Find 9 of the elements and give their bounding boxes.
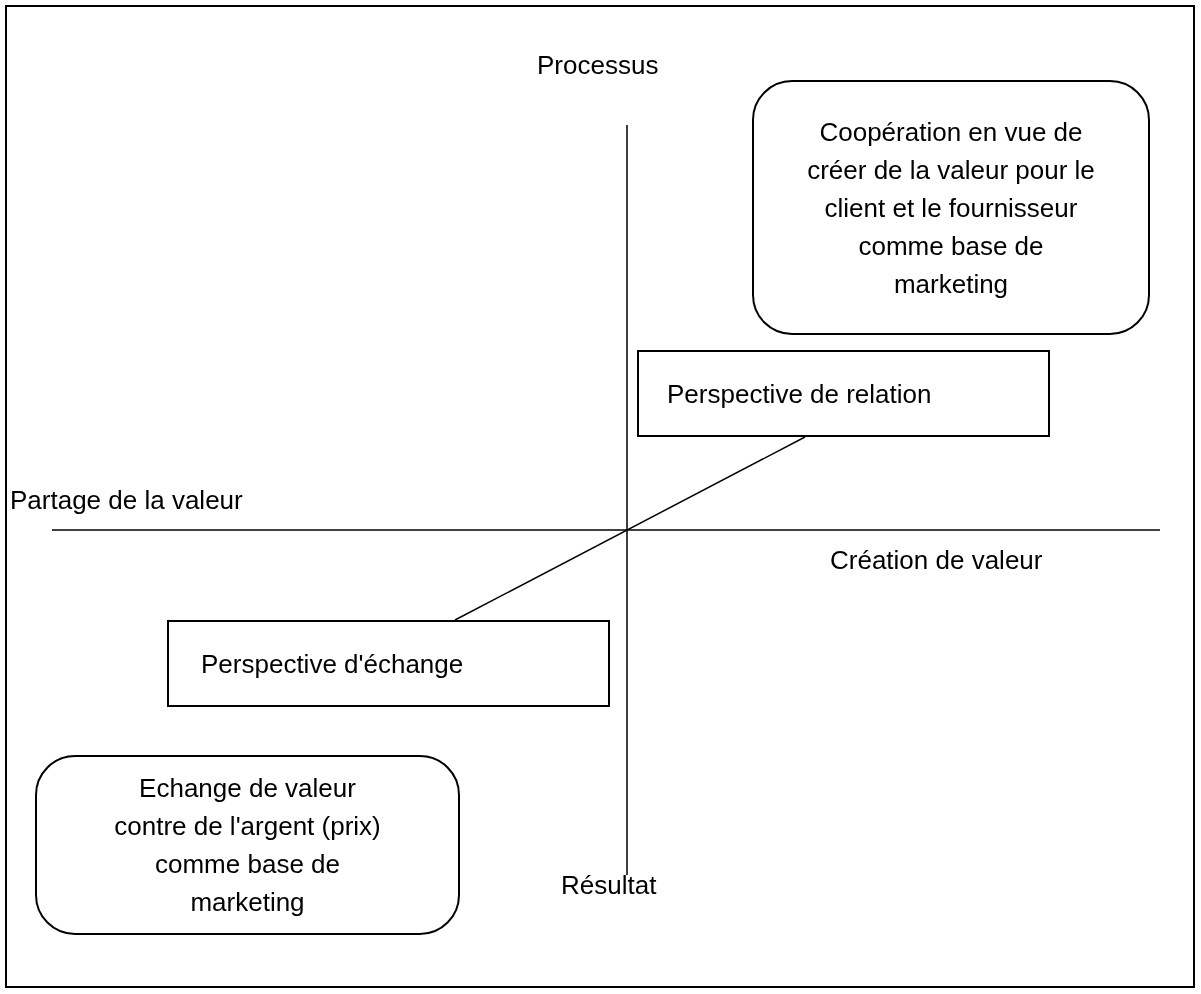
- axis-label: Création de valeur: [830, 544, 1043, 577]
- perspective-box: Perspective d'échange: [167, 620, 610, 707]
- connector-line: [454, 436, 806, 621]
- perspective-box: Perspective de relation: [637, 350, 1050, 437]
- axis-label: Résultat: [561, 869, 657, 902]
- axis-label: Processus: [537, 49, 659, 82]
- axis-label: Partage de la valeur: [10, 484, 243, 517]
- rounded-box: Coopération en vue de créer de la valeur pour le client et le fournisseur comme base de marketing: [752, 80, 1150, 335]
- rounded-box: Echange de valeur contre de l'argent (prix) comme base de marketing: [35, 755, 460, 935]
